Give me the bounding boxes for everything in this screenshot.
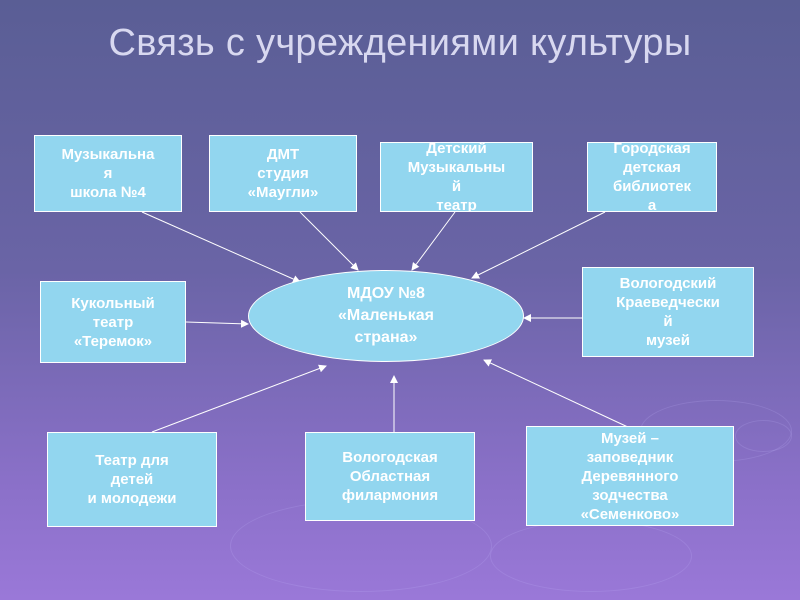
connector-dmt-studio: [299, 211, 359, 271]
box-kids-music-theatre: Детский Музыкальны й театр: [380, 142, 533, 212]
box-puppet-theatre: Кукольный театр «Теремок»: [40, 281, 186, 363]
box-dmt-studio: ДМТ студия «Маугли»: [209, 135, 357, 212]
page-title: Связь с учреждениями культуры: [108, 22, 692, 64]
connector-reserve-museum: [483, 359, 631, 429]
connector-music-school: [141, 211, 301, 283]
box-youth-theatre: Театр для детей и молодежи: [47, 432, 217, 527]
box-city-library: Городская детская библиотек а: [587, 142, 717, 212]
box-philharmonic: Вологодская Областная филармония: [305, 432, 475, 521]
connector-youth-theatre: [151, 364, 327, 433]
decorative-ripple: [735, 420, 792, 452]
center-node-mdou: МДОУ №8 «Маленькая страна»: [248, 270, 524, 362]
connector-puppet-theatre: [185, 319, 249, 328]
box-reserve-museum: Музей – заповедник Деревянного зодчества…: [526, 426, 734, 526]
connector-city-library: [471, 211, 606, 279]
box-local-history-museum: Вологодский Краеведчески й музей: [582, 267, 754, 357]
connector-kids-music-theatre: [411, 211, 456, 271]
box-music-school: Музыкальна я школа №4: [34, 135, 182, 212]
